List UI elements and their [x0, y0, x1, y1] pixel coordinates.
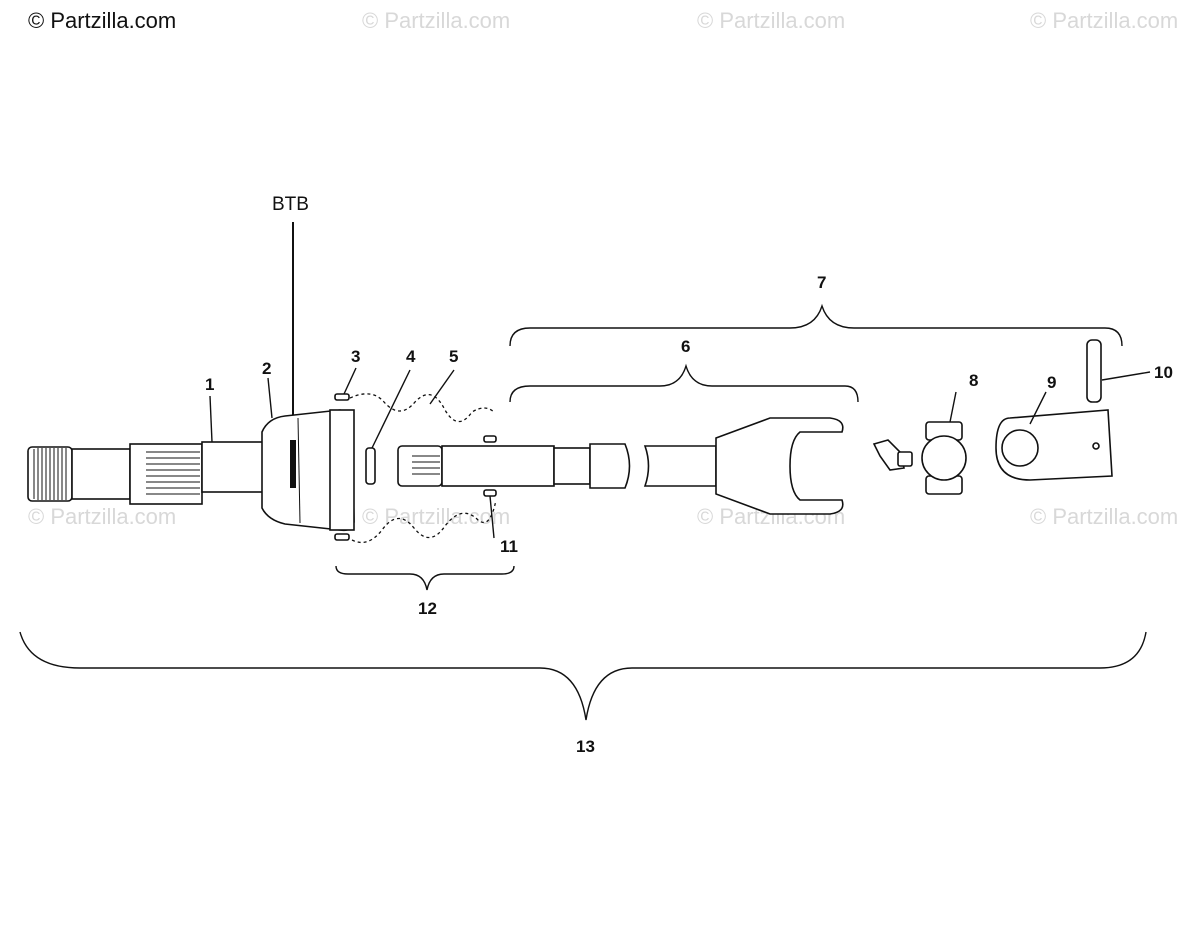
leader-1 [209, 395, 213, 443]
callout-6: 6 [681, 337, 690, 356]
boot-outline-lower [351, 499, 497, 544]
brace-6 [509, 363, 859, 403]
callout-1: 1 [205, 375, 214, 394]
part-6-inner-shaft [397, 443, 631, 489]
part-2-housing [261, 409, 355, 532]
part-1-shaft [27, 441, 265, 505]
watermark: © Partzilla.com [1030, 504, 1178, 529]
watermark: © Partzilla.com [697, 8, 845, 33]
callout-4: 4 [406, 347, 416, 366]
callout-12: 12 [418, 599, 437, 618]
watermark: © Partzilla.com [1030, 8, 1178, 33]
brace-13 [19, 631, 1147, 721]
part-8-u-joint [872, 421, 967, 495]
callout-10: 10 [1154, 363, 1173, 382]
leader-9 [1029, 391, 1047, 425]
callout-7: 7 [817, 273, 826, 292]
clamp-inner-upper [483, 435, 497, 443]
leader-4 [371, 369, 411, 449]
callout-13: 13 [576, 737, 595, 756]
callout-5: 5 [449, 347, 458, 366]
leader-5 [429, 369, 455, 405]
callout-8: 8 [969, 371, 978, 390]
part-4-snap-ring [365, 447, 376, 485]
watermark: © Partzilla.com [362, 504, 510, 529]
clamp-lower [334, 533, 350, 541]
brace-12 [335, 565, 515, 591]
part-7-yoke [643, 417, 844, 515]
leader-8 [949, 391, 957, 423]
leader-3 [343, 367, 357, 395]
callout-2: 2 [262, 359, 271, 378]
part-11-clamp [483, 489, 497, 497]
watermark: © Partzilla.com [362, 8, 510, 33]
boot-outline-upper [349, 393, 495, 423]
part-10-pin [1086, 339, 1102, 403]
callout-11: 11 [500, 537, 518, 556]
brace-7 [509, 303, 1123, 347]
leader-11 [489, 495, 495, 539]
part-3-clamp [334, 393, 350, 401]
callout-3: 3 [351, 347, 360, 366]
part-9-yoke-end [995, 409, 1113, 481]
leader-2 [267, 377, 273, 419]
watermark-primary: © Partzilla.com [28, 8, 176, 33]
leader-10 [1101, 371, 1151, 381]
watermark: © Partzilla.com [28, 504, 176, 529]
btb-label: BTB [272, 194, 309, 215]
callout-9: 9 [1047, 373, 1056, 392]
